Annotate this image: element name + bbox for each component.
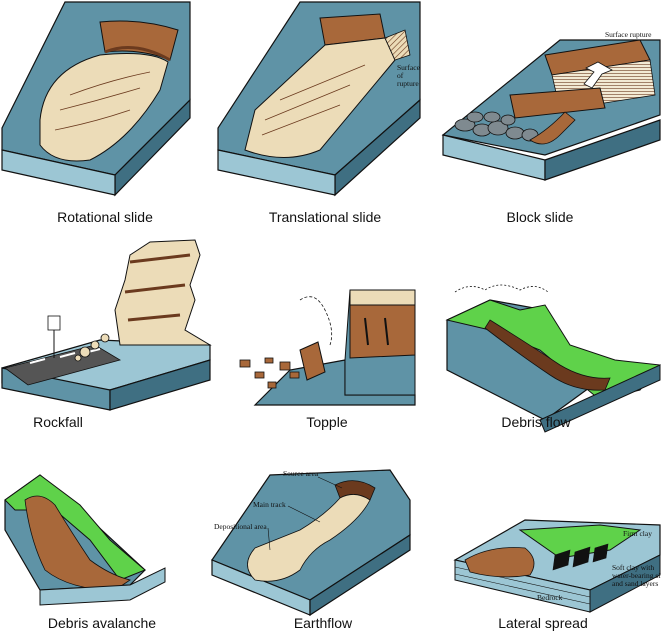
cliff-brown-layer — [349, 304, 416, 359]
panel-rotational-slide — [1, 1, 191, 197]
ground-side — [589, 554, 661, 613]
label-debris-flow: Debris flow — [501, 414, 571, 430]
annotation-main-track: Main track — [253, 500, 286, 509]
label-block-slide: Block slide — [506, 209, 574, 225]
annotation-depositional-area: Depositional area — [214, 522, 267, 531]
annotation-soft-clay-3: and sand layers — [612, 579, 658, 588]
label-rockfall: Rockfall — [33, 414, 83, 430]
debris-mass — [24, 495, 131, 591]
slide-arrow — [583, 61, 613, 89]
ground-front — [539, 364, 661, 433]
slope-front — [217, 149, 336, 196]
earthflow-mass — [247, 494, 371, 582]
annotation-soft-clay-1: Soft clay with — [612, 563, 654, 572]
panel-rockfall — [1, 239, 212, 411]
annotation-surface: Surface — [397, 63, 421, 72]
sliding-block — [509, 87, 606, 119]
label-debris-avalanche: Debris avalanche — [47, 615, 157, 631]
label-rotational-slide: Rotational slide — [57, 209, 153, 225]
label-topple: Topple — [306, 414, 348, 430]
cloud — [454, 284, 549, 293]
rupture-surface — [384, 29, 411, 61]
ground-side — [109, 359, 211, 411]
debris-blocks — [239, 357, 300, 389]
annotation-firm-clay: Firm clay — [623, 529, 652, 538]
spread-debris — [464, 547, 535, 578]
slump-mass — [39, 53, 169, 162]
label-translational-slide: Translational slide — [268, 209, 382, 225]
label-earthflow: Earthflow — [293, 615, 353, 631]
panel-earthflow: Source area Main track Depositional area — [211, 469, 411, 617]
warning-sign — [47, 315, 61, 331]
annotation-surface-rupture: Surface rupture — [605, 30, 652, 39]
panel-debris-flow — [445, 284, 661, 433]
panel-lateral-spread: Firm clay Soft clay with water-bearing s… — [453, 519, 661, 613]
panel-translational-slide: Surface of rupture — [217, 1, 421, 197]
ground-front — [39, 567, 166, 606]
annotation-of: of — [397, 71, 404, 80]
annotation-soft-clay-2: water-bearing silt — [612, 571, 661, 580]
debris-channel — [484, 319, 611, 391]
ground-side — [544, 119, 661, 181]
label-lateral-spread: Lateral spread — [498, 615, 588, 631]
fallen-rocks — [74, 333, 110, 362]
panel-debris-avalanche — [4, 474, 166, 606]
road — [4, 344, 122, 386]
annotation-bedrock: Bedrock — [537, 593, 563, 602]
cliff-cap — [349, 289, 416, 306]
annotation-source-area: Source area — [283, 469, 319, 478]
annotation-rupture: rupture — [397, 79, 419, 88]
slope-side — [309, 533, 411, 617]
panel-block-slide: Surface rupture — [441, 30, 661, 181]
firm-clay-grass — [518, 524, 642, 559]
slope-front — [1, 149, 116, 196]
spread-blocks — [552, 543, 609, 571]
toppling-block — [299, 341, 326, 381]
panel-topple — [239, 289, 416, 406]
